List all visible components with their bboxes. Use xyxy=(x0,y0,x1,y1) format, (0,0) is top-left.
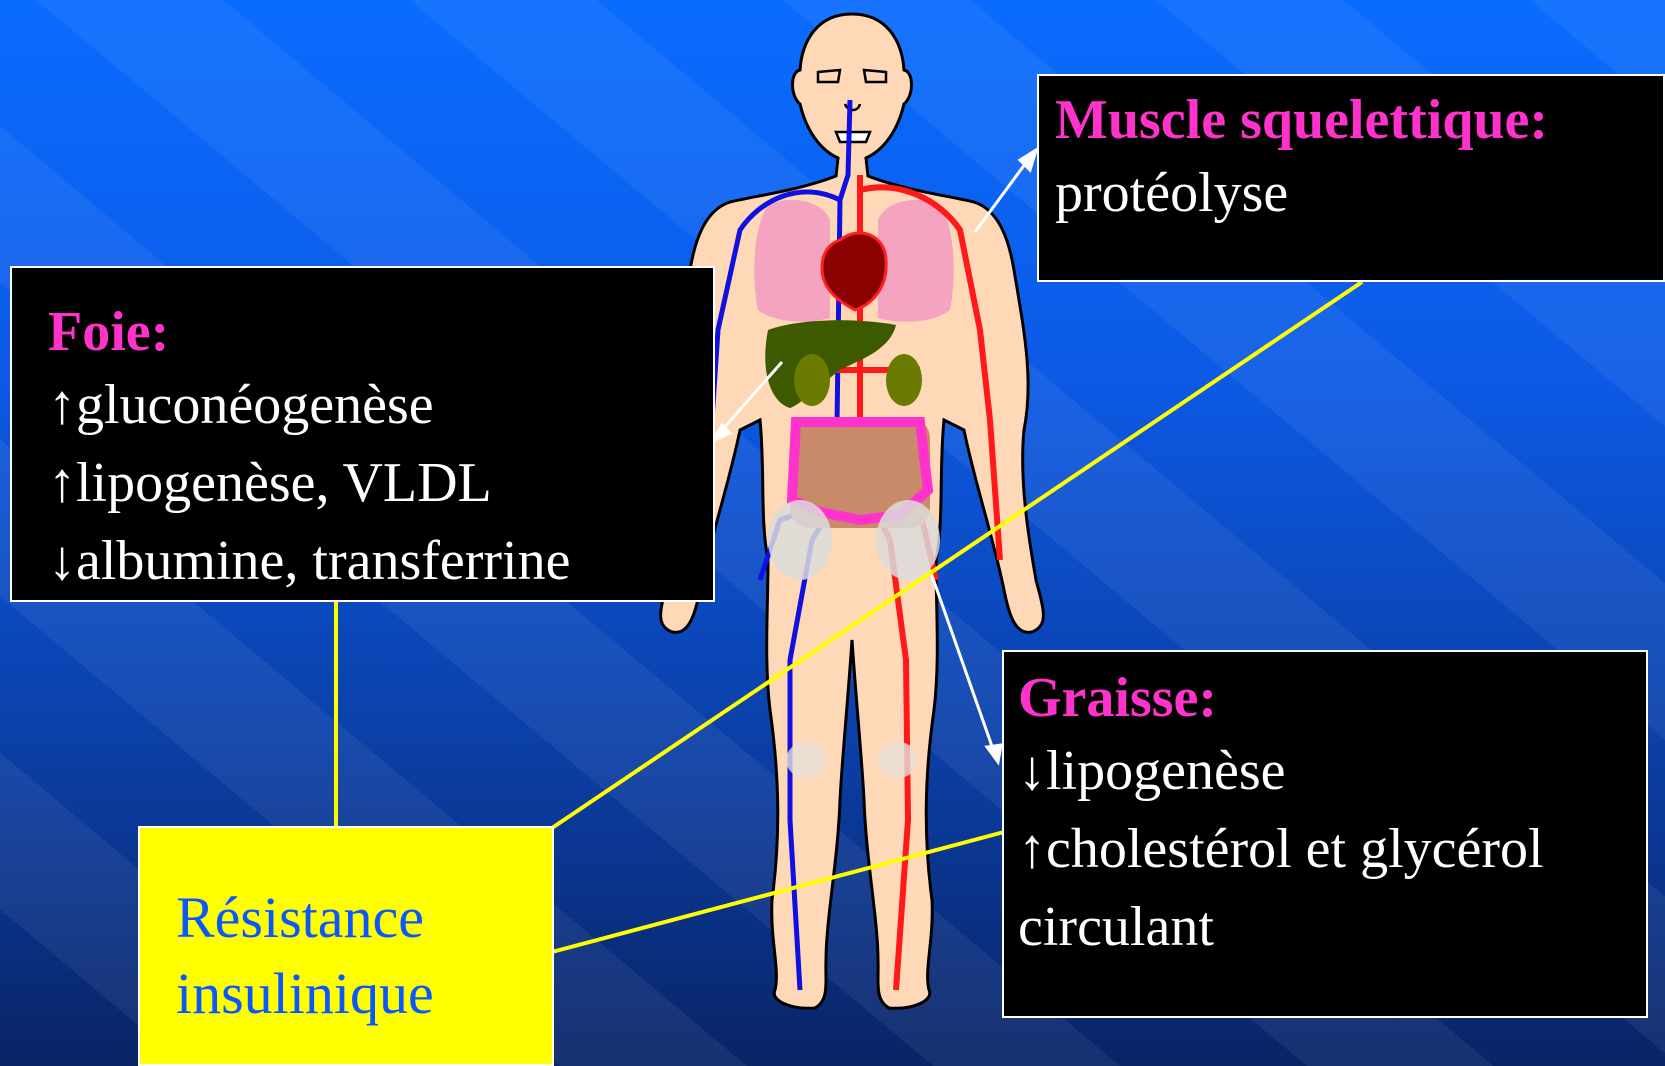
resistance-line-2: insulinique xyxy=(176,956,516,1032)
muscle-line: protéolyse xyxy=(1055,154,1647,232)
graisse-title: Graisse: xyxy=(1018,664,1632,732)
foie-line-2: ↑lipogenèse, VLDL xyxy=(48,444,677,522)
knees xyxy=(786,742,918,778)
muscle-box: Muscle squelettique: protéolyse xyxy=(1037,74,1665,282)
resistance-box: Résistance insulinique xyxy=(138,826,554,1066)
foie-title: Foie: xyxy=(48,298,677,366)
graisse-line-3: circulant xyxy=(1018,888,1632,966)
muscle-title: Muscle squelettique: xyxy=(1055,86,1647,154)
resistance-line-1: Résistance xyxy=(176,880,516,956)
graisse-line-1: ↓lipogenèse xyxy=(1018,732,1632,810)
graisse-line-2: ↑cholestérol et glycérol xyxy=(1018,810,1632,888)
foie-line-1: ↑gluconéogenèse xyxy=(48,366,677,444)
foie-box: Foie: ↑gluconéogenèse ↑lipogenèse, VLDL … xyxy=(10,266,715,602)
foie-line-3: ↓albumine, transferrine xyxy=(48,522,677,600)
graisse-box: Graisse: ↓lipogenèse ↑cholestérol et gly… xyxy=(1002,650,1648,1018)
